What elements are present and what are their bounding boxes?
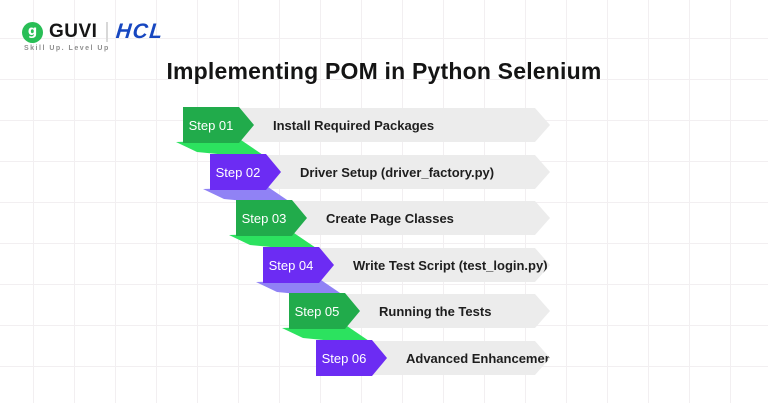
step-title: Install Required Packages: [273, 117, 435, 133]
step-label: Step 02: [215, 164, 261, 180]
step-title: Driver Setup (driver_factory.py): [300, 164, 495, 180]
step-label: Step 06: [321, 350, 367, 366]
step-label: Step 05: [294, 303, 340, 319]
step-title: Advanced Enhancements: [406, 350, 565, 366]
page-title: Implementing POM in Python Selenium: [166, 58, 602, 84]
brand-tagline: Skill Up. Level Up: [24, 45, 110, 52]
step-title: Create Page Classes: [326, 210, 454, 226]
step-label: Step 01: [188, 117, 234, 133]
hcl-wordmark: HCL: [115, 20, 166, 43]
step-badge: Step 03: [236, 200, 307, 236]
brand-header: g GUVI HCL: [22, 20, 166, 44]
step-badge: Step 06: [316, 340, 387, 376]
step-title: Write Test Script (test_login.py): [353, 257, 548, 273]
step-badge: Step 04: [263, 247, 334, 283]
guvi-logo-icon: g: [22, 21, 43, 43]
guvi-logo-glyph: g: [27, 23, 38, 39]
step-badge: Step 05: [289, 293, 360, 329]
step-badge: Step 02: [210, 154, 281, 190]
step-title: Running the Tests: [379, 303, 492, 319]
step-label: Step 03: [241, 210, 287, 226]
brand-divider: [106, 22, 109, 42]
step-badge: Step 01: [183, 107, 254, 143]
step-label: Step 04: [268, 257, 314, 273]
guvi-wordmark: GUVI: [49, 21, 98, 42]
